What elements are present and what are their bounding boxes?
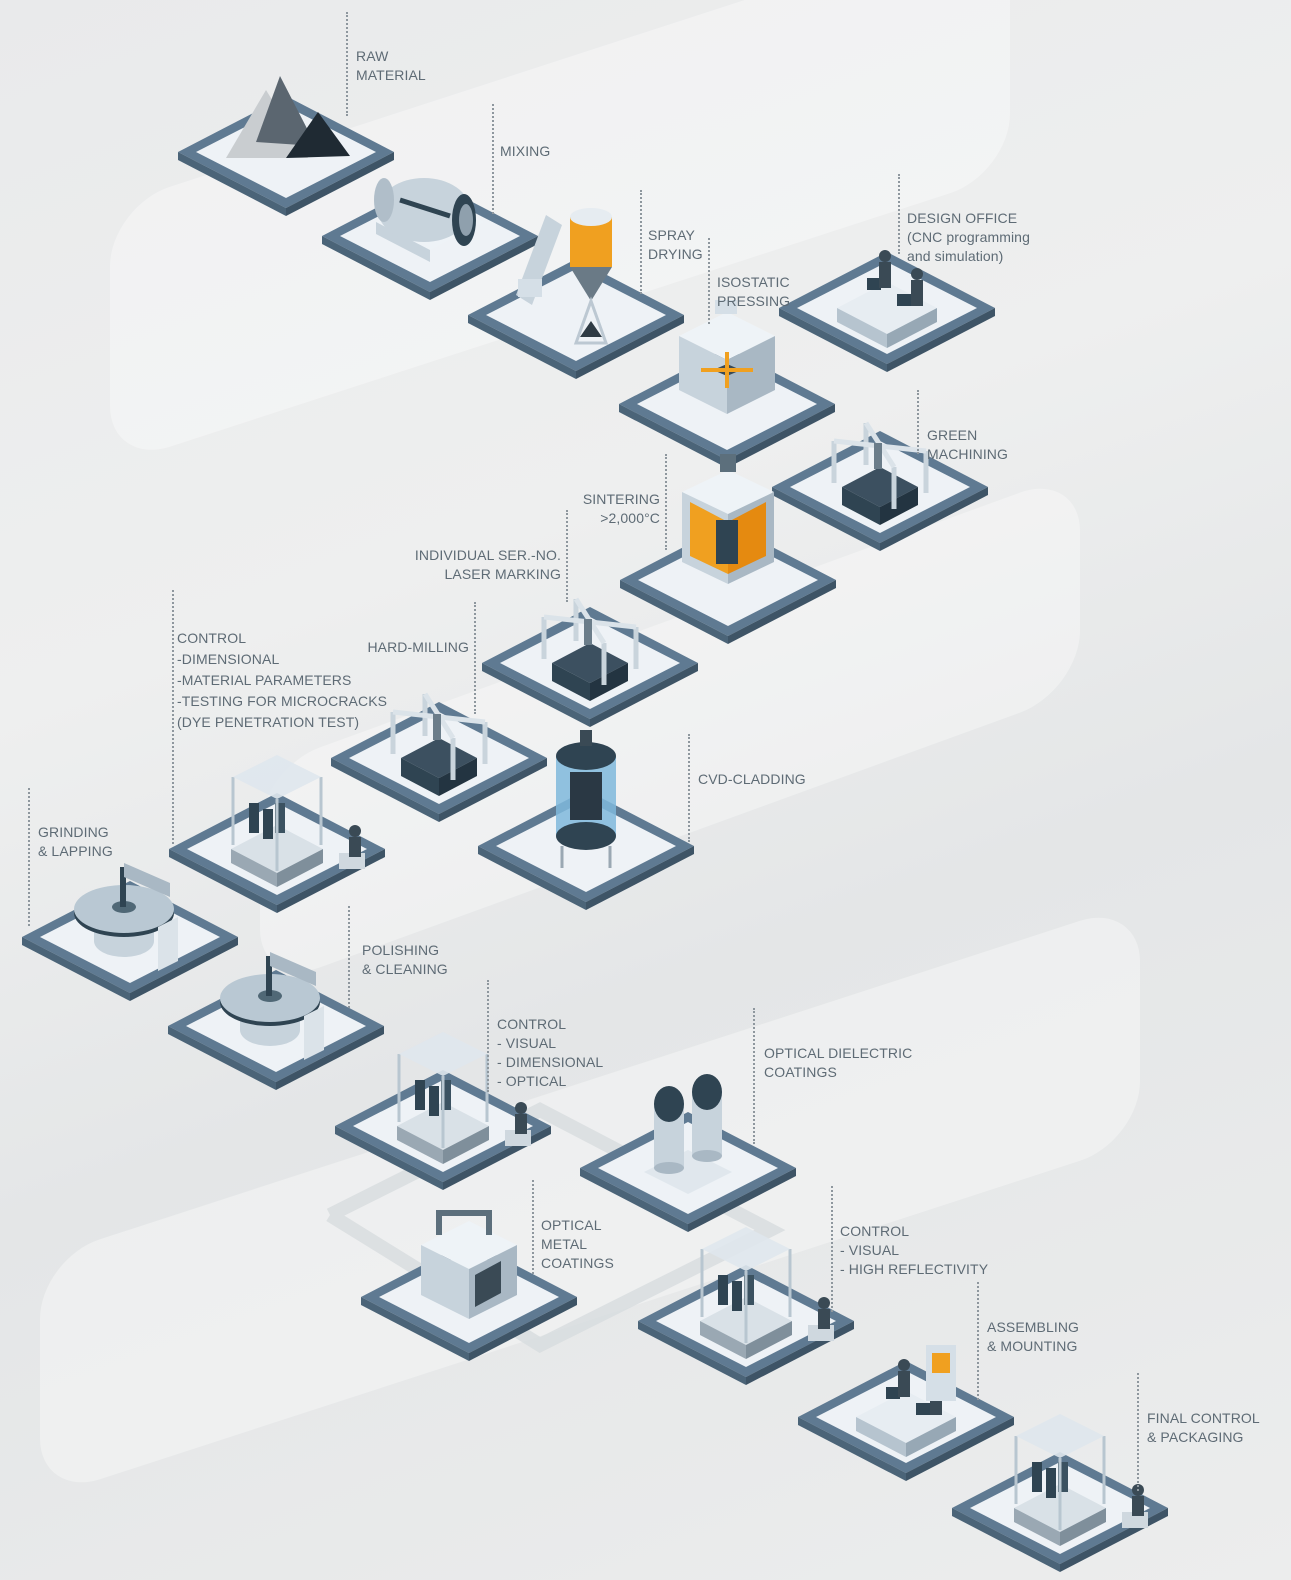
leader-line [28, 788, 30, 926]
leader-line [688, 734, 690, 842]
leader-line [1137, 1373, 1139, 1491]
label-final-control-packaging: FINAL CONTROL& PACKAGING [1147, 1410, 1260, 1445]
leader-line [831, 1186, 833, 1312]
leader-line [348, 906, 350, 1008]
label-polishing-cleaning: POLISHING& CLEANING [362, 942, 448, 977]
leader-line [753, 1008, 755, 1144]
leader-line [487, 980, 489, 1092]
leader-line [917, 390, 919, 454]
step-control-dimensional [169, 753, 385, 913]
label-control-optical: CONTROL- VISUAL- DIMENSIONAL- OPTICAL [497, 1016, 604, 1089]
leader-line [708, 238, 710, 324]
leader-line [172, 590, 174, 844]
step-optical-metal-coatings [361, 1210, 577, 1361]
step-raw-material [178, 76, 394, 216]
step-control-reflectivity [638, 1225, 854, 1385]
leader-line [346, 12, 348, 116]
label-hard-milling: HARD-MILLING [367, 639, 469, 655]
label-sintering: SINTERING>2,000°C [582, 491, 660, 526]
leader-line [532, 1180, 534, 1274]
step-assembling-mounting [798, 1345, 1014, 1481]
leader-line [665, 454, 667, 550]
step-polishing-cleaning [168, 952, 384, 1090]
leader-line [977, 1282, 979, 1400]
label-cvd-cladding: CVD-CLADDING [698, 771, 806, 787]
leader-line [566, 510, 568, 602]
step-isostatic-pressing [619, 300, 835, 468]
step-spray-drying [468, 208, 684, 379]
step-optical-dielectric-coatings [580, 1074, 796, 1232]
label-control-reflectivity: CONTROL- VISUAL- HIGH REFLECTIVITY [840, 1223, 989, 1277]
label-assembling-mounting: ASSEMBLING& MOUNTING [987, 1319, 1080, 1354]
step-laser-marking [482, 599, 698, 727]
step-mixing [322, 178, 538, 300]
label-control-dimensional: CONTROL-DIMENSIONAL-MATERIAL PARAMETERS-… [177, 630, 388, 730]
leader-line [898, 174, 900, 254]
step-grinding-lapping [22, 863, 238, 1001]
label-grinding-lapping: GRINDING& LAPPING [38, 824, 113, 859]
step-sintering [620, 454, 836, 644]
leader-line [640, 190, 642, 294]
label-mixing: MIXING [500, 143, 551, 159]
leader-line [474, 602, 476, 714]
label-laser-marking: INDIVIDUAL SER.-NO.LASER MARKING [414, 547, 561, 582]
leader-line [492, 104, 494, 214]
step-cvd-cladding [478, 730, 694, 910]
